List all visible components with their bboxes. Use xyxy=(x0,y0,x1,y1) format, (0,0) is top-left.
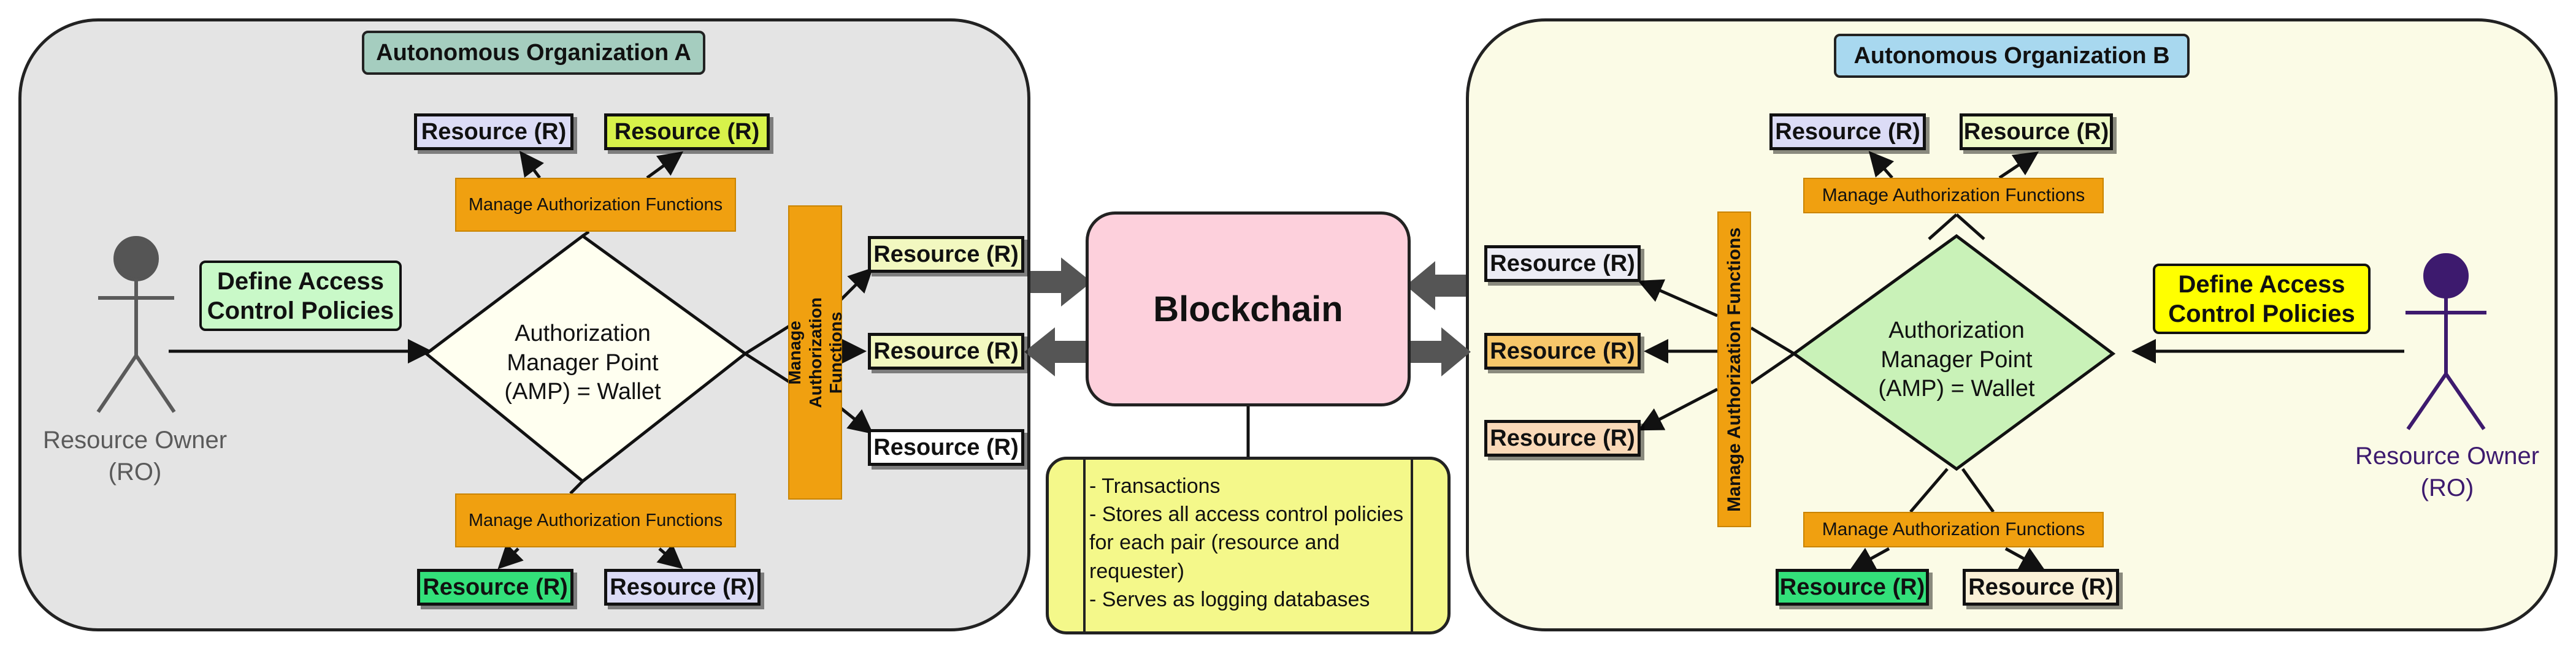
resource-a-side-3: Resource (R) xyxy=(868,429,1024,466)
resource-b-side-3: Resource (R) xyxy=(1484,420,1641,457)
resource-a-bottom-2: Resource (R) xyxy=(604,569,761,606)
resource-owner-b-icon xyxy=(2405,253,2486,430)
resource-b-bottom-2: Resource (R) xyxy=(1963,569,2119,606)
resource-b-top-2: Resource (R) xyxy=(1960,113,2113,150)
notes-line-1: - Transactions xyxy=(1089,474,1221,498)
arrow-blockchain-to-org-b xyxy=(1411,327,1471,376)
define-policies-a: Define Access Control Policies xyxy=(199,261,402,331)
resource-b-side-1: Resource (R) xyxy=(1484,245,1641,282)
resource-owner-a-label: Resource Owner (RO) xyxy=(25,424,245,488)
manage-auth-a-side: Manage Authorization Functions xyxy=(785,205,845,500)
notes-line-2: - Stores all access control policies for… xyxy=(1089,503,1404,583)
arrow-blockchain-to-org-a xyxy=(1024,327,1086,376)
resource-a-top-1: Resource (R) xyxy=(414,113,573,150)
amp-b-diamond xyxy=(1791,234,2116,471)
resource-owner-a-line1: Resource Owner xyxy=(42,427,228,454)
resource-owner-b-line2: (RO) xyxy=(2420,474,2474,501)
resource-owner-b-line1: Resource Owner xyxy=(2355,443,2540,470)
blockchain-notes: - Transactions - Stores all access contr… xyxy=(1046,457,1451,634)
resource-b-side-2: Resource (R) xyxy=(1484,333,1641,370)
notes-line-3: - Serves as logging databases xyxy=(1089,587,1370,611)
amp-a-label: Authorization Manager Point (AMP) = Wall… xyxy=(504,321,661,405)
manage-auth-b-side: Manage Authorization Functions xyxy=(1717,211,1751,527)
manage-auth-a-top: Manage Authorization Functions xyxy=(455,178,736,232)
manage-auth-b-side-label: Manage Authorization Functions xyxy=(1723,227,1744,512)
manage-auth-b-top: Manage Authorization Functions xyxy=(1803,178,2104,213)
arrow-org-b-to-blockchain xyxy=(1406,261,1466,310)
manage-auth-b-bottom: Manage Authorization Functions xyxy=(1803,512,2104,547)
resource-owner-a-line2: (RO) xyxy=(108,459,162,485)
manage-auth-a-side-label: Manage Authorization Functions xyxy=(784,297,845,408)
resource-a-side-2: Resource (R) xyxy=(868,333,1024,370)
resource-a-bottom-1: Resource (R) xyxy=(417,569,573,606)
blockchain-notes-text: - Transactions - Stores all access contr… xyxy=(1083,460,1413,631)
define-policies-b: Define Access Control Policies xyxy=(2153,264,2371,334)
resource-a-side-1: Resource (R) xyxy=(868,236,1024,273)
resource-owner-a-icon xyxy=(96,236,176,413)
resource-b-top-1: Resource (R) xyxy=(1769,113,1926,150)
blockchain-node: Blockchain xyxy=(1086,211,1411,406)
manage-auth-a-bottom: Manage Authorization Functions xyxy=(455,493,736,547)
arrow-org-a-to-blockchain xyxy=(1030,257,1092,306)
resource-b-bottom-1: Resource (R) xyxy=(1776,569,1929,606)
resource-owner-b-label: Resource Owner (RO) xyxy=(2337,440,2558,504)
amp-b-label: Authorization Manager Point (AMP) = Wall… xyxy=(1878,318,2035,402)
organization-b-title: Autonomous Organization B xyxy=(1834,34,2190,78)
resource-a-top-2: Resource (R) xyxy=(604,113,770,150)
organization-a-title: Autonomous Organization A xyxy=(362,31,705,75)
